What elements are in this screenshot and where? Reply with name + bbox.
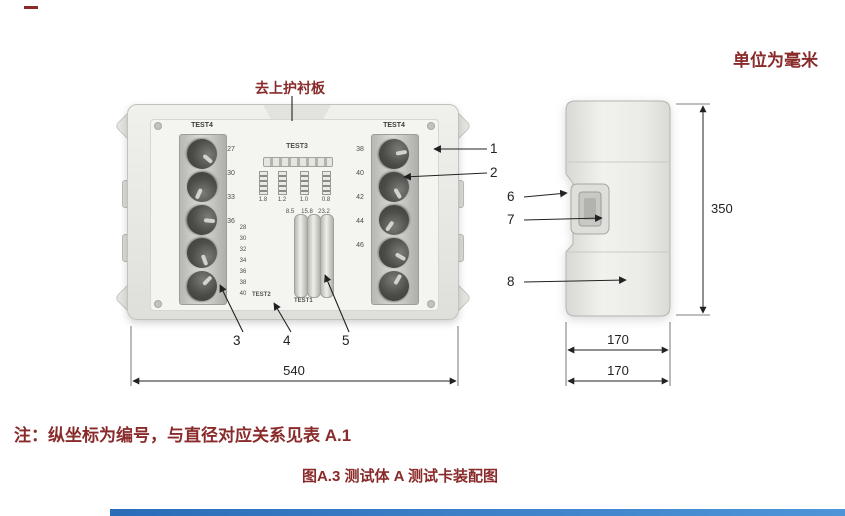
connector-bar — [263, 157, 333, 167]
gauge-component — [300, 171, 309, 195]
gauge-value: 1.0 — [299, 197, 309, 203]
figure-caption: 图A.3 测试体 A 测试卡装配图 — [301, 468, 499, 485]
panel-screw — [154, 122, 162, 130]
panel-screw — [427, 300, 435, 308]
left-dial-strip — [179, 132, 227, 308]
cylinder-component — [294, 214, 308, 298]
dial-knob — [182, 233, 222, 273]
scale-value: 44 — [356, 218, 364, 225]
gauge-value: 0.8 — [321, 197, 331, 203]
dim-side-height: 350 — [711, 201, 733, 216]
callout-3: 3 — [233, 333, 241, 348]
scale-value: 30 — [227, 170, 235, 177]
remove-cover-label: 去上护衬板 — [255, 80, 325, 96]
callout-7: 7 — [507, 212, 515, 227]
dim-side-depth: 170 — [607, 363, 629, 378]
gauge-value: 15.8 — [301, 209, 313, 215]
gauge-component — [278, 171, 287, 195]
scale-value: 40 — [239, 291, 247, 297]
gauge-value: 1.2 — [277, 197, 287, 203]
scale-value: 27 — [227, 146, 235, 153]
gauge-value: 23.2 — [318, 209, 330, 215]
figure-note: 注：纵坐标为编号，与直径对应关系见表 A.1 — [14, 426, 352, 445]
unit-note: 单位为毫米 — [733, 51, 818, 70]
dial-knob — [376, 136, 412, 172]
callout-8: 8 — [507, 274, 515, 289]
dial-knob — [373, 232, 415, 274]
bottom-left-label: TEST2 — [252, 292, 271, 298]
gauge-value: 8.5 — [285, 209, 295, 215]
bottom-center-label: TEST1 — [294, 298, 313, 304]
side-view — [565, 100, 672, 318]
gauge-component — [322, 171, 331, 195]
dial-knob — [373, 166, 415, 208]
scale-value: 40 — [356, 170, 364, 177]
front-view: TEST4 TEST4 TEST3 1.8 — [114, 104, 472, 320]
scale-value: 28 — [239, 225, 247, 231]
panel-screw — [154, 300, 162, 308]
cylinder-component — [307, 214, 321, 298]
side-view-drawing — [565, 100, 671, 317]
panel-screw — [427, 122, 435, 130]
latch-slot — [584, 198, 596, 220]
dial-knob — [180, 132, 224, 176]
scale-value: 30 — [239, 236, 247, 242]
callout-4: 4 — [283, 333, 291, 348]
scale-value: 33 — [227, 194, 235, 201]
dial-knob — [185, 203, 219, 237]
dim-front-width: 540 — [283, 363, 305, 378]
left-dial-title: TEST4 — [191, 122, 213, 129]
front-body: TEST4 TEST4 TEST3 1.8 — [127, 104, 459, 320]
scale-value: 38 — [239, 280, 247, 286]
scale-value: 36 — [239, 269, 247, 275]
scale-value: 38 — [356, 146, 364, 153]
callout-2: 2 — [490, 165, 498, 180]
right-dial-strip — [371, 134, 419, 307]
footer-bar — [110, 509, 845, 516]
callout-6: 6 — [507, 189, 515, 204]
scale-value: 34 — [239, 258, 247, 264]
side-body-outline — [565, 100, 671, 317]
callout-5: 5 — [342, 333, 350, 348]
right-dial-title: TEST4 — [383, 122, 405, 129]
callout-1: 1 — [490, 141, 498, 156]
dim-side-width: 170 — [607, 332, 629, 347]
dial-knob — [373, 199, 415, 241]
scale-value: 42 — [356, 194, 364, 201]
scale-value: 46 — [356, 242, 364, 249]
cylinder-component — [320, 214, 334, 298]
cropped-text-fragment — [24, 6, 38, 9]
gauge-value: 1.8 — [258, 197, 268, 203]
gauge-component — [259, 171, 268, 195]
dial-knob — [180, 264, 224, 308]
center-title: TEST3 — [286, 143, 308, 150]
scale-value: 32 — [239, 247, 247, 253]
dial-knob — [182, 167, 222, 207]
dial-knob — [373, 265, 415, 307]
scale-value: 36 — [227, 218, 235, 225]
